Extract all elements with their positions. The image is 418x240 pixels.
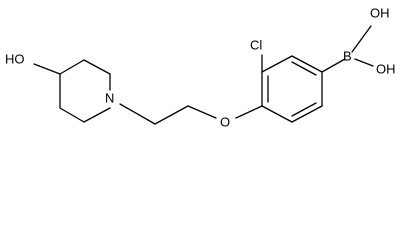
label-nitrogen: N <box>105 90 114 105</box>
bond-c3-c2 <box>83 59 111 75</box>
bond-b-oh-bottom <box>354 58 374 67</box>
bond-c3-c4 <box>291 55 323 73</box>
bond-c5-c6 <box>291 105 323 123</box>
ethylene-linker <box>119 103 217 125</box>
bond-c6-c5 <box>59 107 85 123</box>
label-hydroxyl-piperidine: HO <box>5 51 25 66</box>
bond-c2-c3 <box>261 55 293 73</box>
bond-c4-oh <box>33 63 61 75</box>
label-boron: B <box>343 48 352 63</box>
label-chlorine: Cl <box>250 37 262 52</box>
bond-c4-c3 <box>59 59 85 75</box>
bond-ch2-o <box>187 105 217 119</box>
double-bond-c5-c6 <box>291 102 317 117</box>
label-boron-hydroxyl-bottom: OH <box>376 61 396 76</box>
bond-o-c1 <box>235 105 263 119</box>
label-boron-hydroxyl-top: OH <box>370 5 390 20</box>
boronic-acid-group <box>351 25 374 67</box>
bond-n-c6 <box>83 107 111 123</box>
piperidine-ring <box>33 59 111 123</box>
bond-b-oh-top <box>351 25 372 53</box>
bond-n-ch2 <box>119 103 156 125</box>
bond-ch2-ch2 <box>154 105 189 125</box>
bond-c6-c1 <box>261 105 293 123</box>
bond-c4-b <box>321 58 346 73</box>
double-bond-c3-c4 <box>291 61 317 76</box>
chemical-structure: HO N O Cl B OH OH <box>5 5 396 129</box>
benzene-ring <box>235 54 346 123</box>
label-ether-oxygen: O <box>220 114 230 129</box>
